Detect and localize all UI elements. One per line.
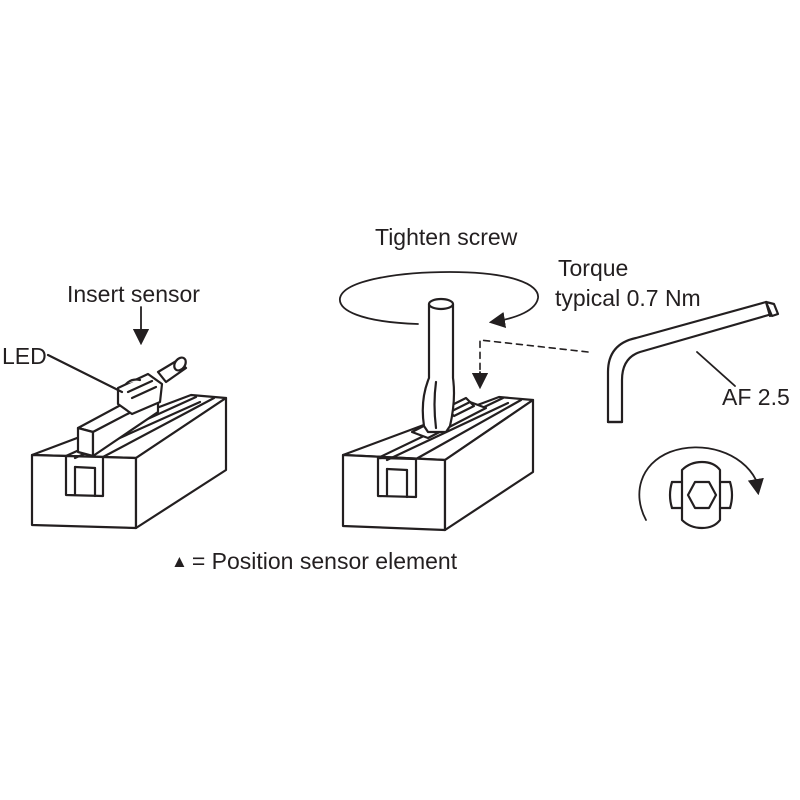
af-leader-line [697, 352, 735, 386]
hex-rotation-arrow [639, 447, 764, 520]
tighten-screw-label: Tighten screw [375, 224, 518, 250]
rotation-arc [340, 272, 538, 329]
hex-socket-detail [670, 462, 732, 528]
led-leader-line [48, 355, 122, 392]
torque-value-label: typical 0.7 Nm [555, 285, 701, 311]
legend-text: = Position sensor element [191, 548, 458, 574]
insert-sensor-label: Insert sensor [67, 281, 200, 307]
led-label: LED [2, 343, 47, 369]
left-sensor [78, 355, 188, 456]
position-triangle-icon: ▲ [171, 552, 188, 571]
allen-key [608, 302, 778, 422]
legend: ▲= Position sensor element [171, 550, 457, 573]
torque-pointer-dashed [480, 340, 588, 384]
torque-label: Torque [558, 255, 629, 281]
allen-key-size-label: AF 2.5 [722, 384, 790, 410]
screwdriver [423, 299, 454, 432]
